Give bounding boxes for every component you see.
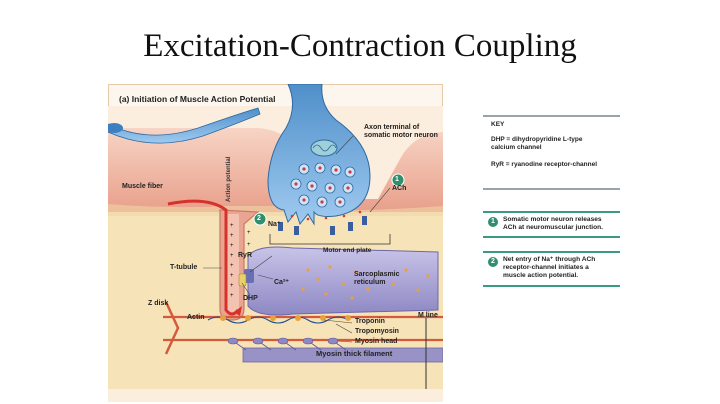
step-number-2: 2: [488, 257, 498, 267]
slide-title: Excitation-Contraction Coupling: [143, 28, 577, 64]
step-text-1: Somatic motor neuron releases ACh at neu…: [503, 216, 604, 232]
label-na: Na⁺: [268, 221, 281, 228]
svg-text:+: +: [230, 263, 234, 269]
mitochondrion: [310, 139, 338, 157]
key-dhp-definition: DHP = dihydropyridine L-type calcium cha…: [491, 136, 583, 151]
label-motor-end-plate: Motor end plate: [323, 247, 372, 254]
key-title: KEY: [491, 121, 505, 128]
svg-text:+: +: [230, 253, 234, 259]
label-action-potential: Action potential: [226, 156, 232, 202]
marker-step-2-number: 2: [257, 215, 261, 222]
sarcoplasmic-reticulum: [247, 246, 439, 316]
t-tubule-lumen: [225, 214, 239, 312]
svg-text:+: +: [247, 242, 251, 248]
step-text-2: Net entry of Na⁺ through ACh receptor-ch…: [503, 256, 596, 280]
label-myosin-thick-filament: Myosin thick filament: [316, 349, 393, 358]
key-box: KEY DHP = dihydropyridine L-type calcium…: [483, 115, 620, 190]
ach-molecules: [290, 166, 362, 221]
svg-text:+: +: [230, 243, 234, 249]
svg-text:+: +: [230, 283, 234, 289]
action-potential-arrow: [167, 199, 240, 316]
key-ryr-definition: RyR = ryanodine receptor-channel: [491, 160, 598, 168]
svg-text:+: +: [230, 273, 234, 279]
ryr-channel: [244, 269, 254, 283]
svg-text:+: +: [230, 293, 234, 299]
label-ryr: RyR: [238, 252, 253, 259]
label-tropomyosin: Tropomyosin: [355, 328, 399, 335]
svg-text:+: +: [247, 230, 251, 236]
label-axon-terminal: Axon terminal of somatic motor neuron: [364, 124, 438, 140]
dhp-channel: [238, 273, 247, 287]
label-troponin: Troponin: [355, 318, 385, 325]
axon-branch: [108, 107, 261, 144]
label-m-line: M line: [418, 312, 438, 319]
svg-text:+: +: [230, 233, 234, 239]
marker-step-1-number: 1: [395, 176, 399, 183]
label-ca: Ca²⁺: [274, 279, 289, 286]
label-actin: Actin: [187, 314, 205, 321]
step-number-1: 1: [488, 217, 498, 227]
label-myosin-head: Myosin head: [355, 338, 398, 345]
label-t-tubule: T-tubule: [170, 264, 198, 271]
svg-text:+: +: [230, 223, 234, 229]
label-z-disk: Z disk: [148, 300, 169, 307]
label-sarcoplasmic-reticulum: Sarcoplasmic reticulum: [354, 271, 400, 287]
myosin-heads: [227, 337, 339, 345]
step-box-2: 2 Net entry of Na⁺ through ACh receptor-…: [483, 251, 620, 287]
z-disk-line: [164, 301, 180, 355]
tropomyosin-strand: [207, 316, 349, 324]
label-dhp: DHP: [243, 295, 258, 302]
marker-step-2: [253, 212, 267, 226]
neuromuscular-junction-diagram: +++ +++ ++ ++++: [108, 84, 443, 402]
label-ach: ACh: [392, 185, 407, 192]
troponin-complexes: [220, 315, 351, 321]
motor-end-plate-bracket: [269, 234, 391, 245]
calcium-ions: [301, 265, 430, 300]
panel-heading: (a) Initiation of Muscle Action Potentia…: [119, 94, 276, 104]
ach-receptors: [278, 216, 367, 235]
label-muscle-fiber: Muscle fiber: [122, 183, 163, 190]
step-box-1: 1 Somatic motor neuron releases ACh at n…: [483, 211, 620, 239]
marker-step-1: [391, 173, 405, 187]
